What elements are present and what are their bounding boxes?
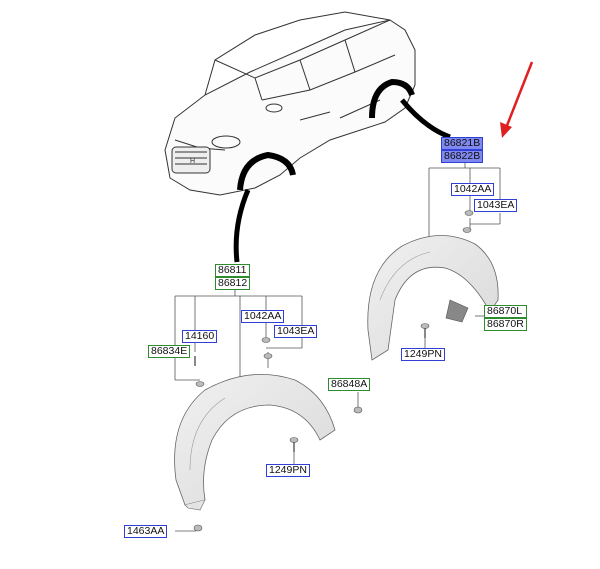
- front-leader: [233, 189, 251, 263]
- fender-liner-icon: [174, 374, 336, 511]
- part-label-rear-bracket-l[interactable]: 86870L: [484, 305, 527, 318]
- part-label-rear-bottom[interactable]: 86822B: [441, 150, 484, 163]
- part-label-rear-clip-b[interactable]: 1043EA: [474, 199, 518, 212]
- svg-text:H: H: [190, 158, 195, 165]
- part-label-front-clip-a[interactable]: 1042AA: [241, 310, 285, 323]
- rear-part-number-group[interactable]: 86821B 86822B: [441, 137, 484, 163]
- fender-liner-icon: [367, 235, 499, 361]
- part-label-front-screw[interactable]: 1249PN: [266, 464, 310, 477]
- front-part-number-group[interactable]: 86811 86812: [215, 264, 251, 290]
- arrow-icon: [500, 61, 534, 138]
- front-arch-marker: [237, 151, 296, 191]
- part-label-front-top[interactable]: 86811: [215, 264, 251, 277]
- clip-icon: [462, 210, 474, 233]
- part-label-front-86834e[interactable]: 86834E: [148, 345, 191, 358]
- part-label-front-clip-b[interactable]: 1043EA: [274, 325, 318, 338]
- part-label-front-14160[interactable]: 14160: [182, 330, 218, 343]
- car-icon: H: [164, 11, 416, 196]
- screw-icon: [194, 356, 299, 452]
- part-label-front-1463aa[interactable]: 1463AA: [124, 525, 168, 538]
- part-label-rear-clip-a[interactable]: 1042AA: [451, 183, 495, 196]
- rear-leader: [400, 98, 451, 140]
- rear-leader-lines: [424, 162, 501, 348]
- part-label-rear-top[interactable]: 86821B: [441, 137, 484, 150]
- part-label-rear-screw[interactable]: 1249PN: [401, 348, 445, 361]
- front-leader-lines: [174, 287, 359, 532]
- part-label-front-86848a[interactable]: 86848A: [328, 378, 371, 391]
- rear-bracket-group[interactable]: 86870L 86870R: [484, 305, 527, 331]
- clip-icon: [193, 337, 363, 532]
- part-label-rear-bracket-r[interactable]: 86870R: [484, 318, 527, 331]
- part-label-front-bottom[interactable]: 86812: [215, 277, 251, 290]
- rear-arch-marker: [369, 78, 415, 119]
- screw-icon: [420, 323, 430, 338]
